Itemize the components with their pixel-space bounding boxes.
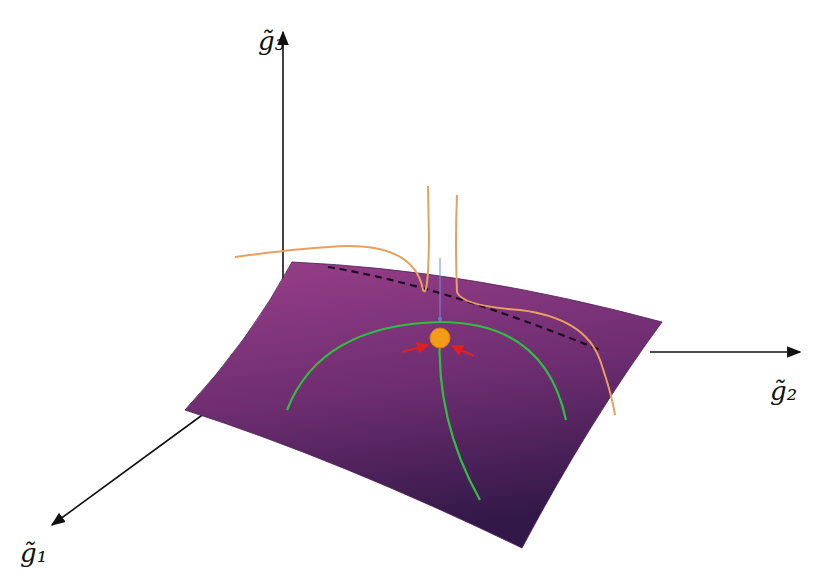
axis-g2 [650,351,800,353]
flow-line [235,186,429,291]
axis-label: g̃₁ [20,540,47,566]
fixed-point [430,328,450,348]
axis-g1 [52,413,205,525]
dashed-curve [328,267,600,350]
green-flow [440,330,481,500]
axis-label: g̃₂ [770,378,797,404]
vertical-flow [440,258,441,320]
red-arrow [402,345,428,352]
flow-line [456,195,615,415]
red-arrow [452,346,474,356]
green-flow [287,322,440,410]
critical-surface [185,262,662,548]
axis-label: g̃₃ [258,28,285,54]
green-flow [440,322,566,420]
blue-dot [438,317,442,321]
